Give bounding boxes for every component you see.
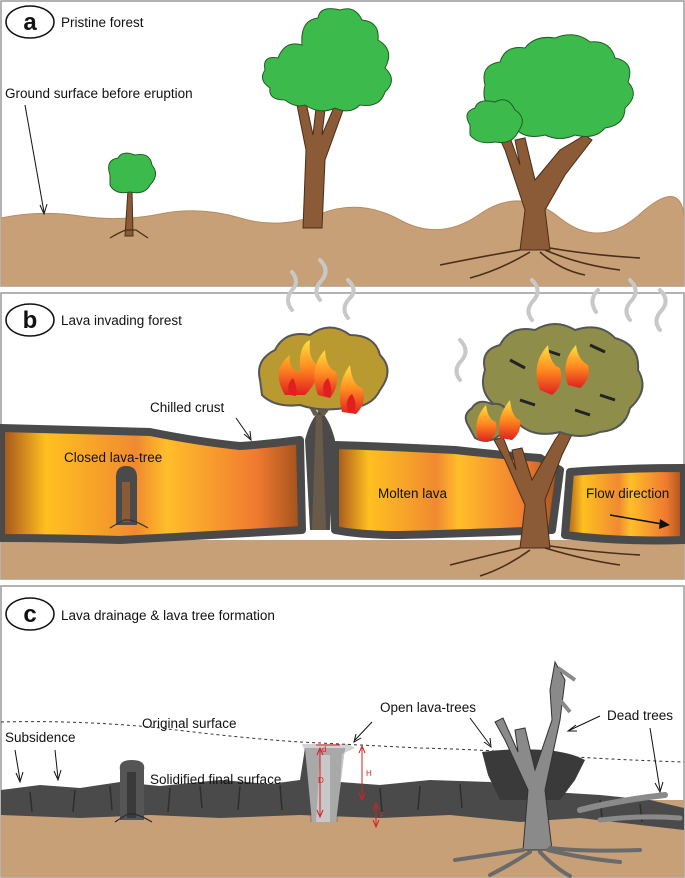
closed-lava-tree (109, 466, 149, 529)
solidified-surface-label: Solidified final surface (150, 772, 281, 787)
panel-b: b Lava invading forest Chilled crust Clo… (0, 258, 685, 580)
panel-c: d D H F c Lava drainage & lava tree form… (0, 585, 685, 878)
flow-arrow (609, 514, 669, 526)
burning-tree-right (449, 278, 668, 577)
ground-arrow (24, 104, 45, 213)
original-surface-label: Original surface (142, 716, 237, 731)
subsidence-label: Subsidence (5, 730, 76, 745)
ground-before-label: Ground surface before eruption (5, 86, 193, 101)
dim-F: F (380, 811, 385, 820)
dim-d: d (322, 745, 326, 754)
open-lava-tree: d D H F (302, 744, 385, 829)
panel-a-title: Pristine forest (61, 15, 144, 30)
small-tree (108, 152, 156, 239)
panel-a-letter: a (23, 9, 37, 36)
solidified-crust (1, 748, 684, 830)
molten-lava-label: Molten lava (378, 486, 448, 501)
dim-H: H (366, 769, 372, 778)
panel-c-badge (5, 597, 55, 631)
ground-soil (1, 196, 684, 286)
panel-b-letter: b (23, 307, 38, 334)
panel-b-badge (5, 303, 55, 337)
large-tree (439, 34, 641, 279)
burning-tree-middle (258, 258, 389, 530)
closed-lava-tree-label: Closed lava-tree (64, 450, 162, 465)
dead-trees-label: Dead trees (607, 708, 673, 723)
panel-a-badge (5, 5, 55, 39)
open-lava-tree-right (453, 660, 683, 878)
closed-lava-tree-small (114, 760, 153, 823)
flow-direction-label: Flow direction (586, 486, 669, 501)
open-lava-trees-label: Open lava-trees (380, 700, 476, 715)
middle-tree (261, 8, 392, 229)
panel-b-title: Lava invading forest (61, 313, 182, 328)
panel-a: a Pristine forest Ground surface before … (0, 0, 685, 287)
panel-c-letter: c (23, 601, 36, 628)
dim-D: D (318, 776, 324, 785)
panel-c-title: Lava drainage & lava tree formation (61, 608, 275, 623)
original-surface-line (0, 721, 685, 763)
chilled-crust-outline (0, 424, 306, 544)
chilled-crust-label: Chilled crust (150, 400, 225, 415)
